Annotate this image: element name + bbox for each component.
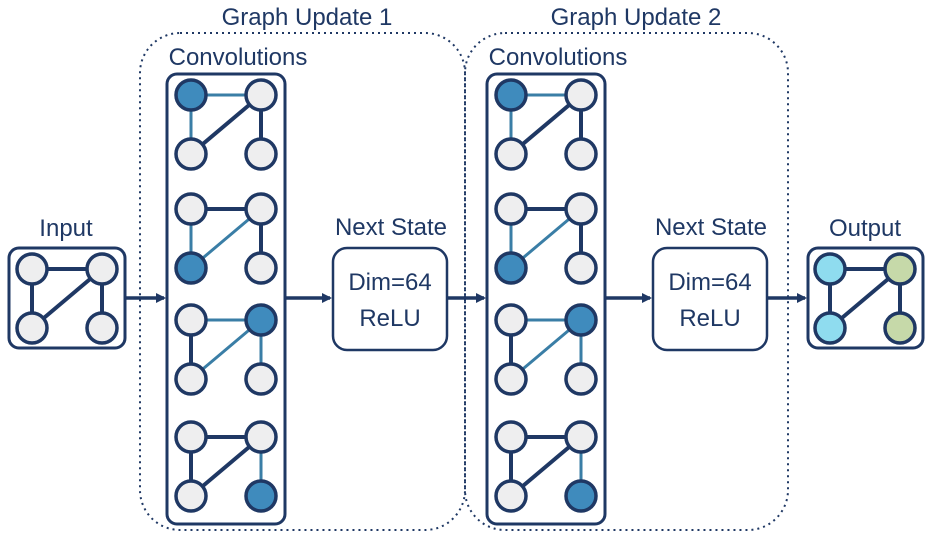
graph-node-bottom-left xyxy=(494,251,528,285)
graph-node-bottom-right xyxy=(564,137,598,171)
graph-update-2-container xyxy=(464,32,789,531)
graph-node-bottom-left xyxy=(813,311,847,345)
graph-node-bottom-right xyxy=(85,311,119,345)
next-state-1-activation: ReLU xyxy=(359,305,420,332)
graph-node-top-right xyxy=(244,78,278,112)
graph-node-top-left xyxy=(174,420,208,454)
graph-node-top-right xyxy=(564,420,598,454)
convolution-graph-2-1 xyxy=(494,78,598,171)
graph-node-top-right xyxy=(244,420,278,454)
graph-update-1-container xyxy=(139,32,466,531)
next-state-2-dim: Dim=64 xyxy=(668,269,751,296)
graph-node-bottom-left xyxy=(15,311,49,345)
next-state-1-dim: Dim=64 xyxy=(348,269,431,296)
graph-node-top-right xyxy=(564,303,598,337)
convolution-graph-2-2 xyxy=(494,192,598,285)
graph-node-bottom-right xyxy=(564,251,598,285)
graph-node-top-left xyxy=(174,192,208,226)
convolution-graph-1-3 xyxy=(174,303,278,396)
graph-node-bottom-right xyxy=(244,251,278,285)
convolutions-title-2: Convolutions xyxy=(489,44,628,71)
graph-node-bottom-left xyxy=(494,362,528,396)
graph-node-top-right xyxy=(883,252,917,286)
graph-node-top-left xyxy=(494,192,528,226)
graph-node-bottom-left xyxy=(494,479,528,513)
graph-node-bottom-right xyxy=(244,362,278,396)
convolution-graph-2-4 xyxy=(494,420,598,513)
graph-node-top-right xyxy=(244,303,278,337)
convolutions-title-1: Convolutions xyxy=(169,44,308,71)
graph-node-bottom-left xyxy=(174,479,208,513)
graph-node-bottom-right xyxy=(564,479,598,513)
graph-node-top-left xyxy=(494,303,528,337)
graph-node-top-left xyxy=(494,78,528,112)
graph-node-bottom-right xyxy=(564,362,598,396)
output-label: Output xyxy=(829,215,901,242)
graph-update-1-title: Graph Update 1 xyxy=(222,4,393,31)
graph-node-bottom-left xyxy=(174,362,208,396)
output-graph xyxy=(813,252,917,345)
convolution-graph-1-2 xyxy=(174,192,278,285)
graph-node-top-left xyxy=(174,78,208,112)
input-label: Input xyxy=(39,215,93,242)
graph-node-bottom-left xyxy=(174,251,208,285)
convolution-graph-1-1 xyxy=(174,78,278,171)
graph-node-bottom-right xyxy=(244,479,278,513)
input-graph xyxy=(15,252,119,345)
graph-node-bottom-left xyxy=(174,137,208,171)
next-state-2-activation: ReLU xyxy=(679,305,740,332)
convolution-graph-1-4 xyxy=(174,420,278,513)
graph-update-2-title: Graph Update 2 xyxy=(551,4,722,31)
graph-node-top-right xyxy=(85,252,119,286)
graph-node-top-left xyxy=(494,420,528,454)
graph-glyphs xyxy=(15,78,917,513)
graph-node-top-left xyxy=(174,303,208,337)
next-state-1-box xyxy=(331,246,449,352)
next-state-2-label: Next State xyxy=(655,214,767,241)
graph-node-top-left xyxy=(15,252,49,286)
graph-node-bottom-left xyxy=(494,137,528,171)
graph-node-top-right xyxy=(244,192,278,226)
graph-node-top-right xyxy=(564,192,598,226)
convolution-graph-2-3 xyxy=(494,303,598,396)
graph-node-bottom-right xyxy=(244,137,278,171)
next-state-2-box xyxy=(651,246,769,352)
next-state-1-label: Next State xyxy=(335,214,447,241)
graph-node-top-left xyxy=(813,252,847,286)
graph-node-bottom-right xyxy=(883,311,917,345)
graph-node-top-right xyxy=(564,78,598,112)
